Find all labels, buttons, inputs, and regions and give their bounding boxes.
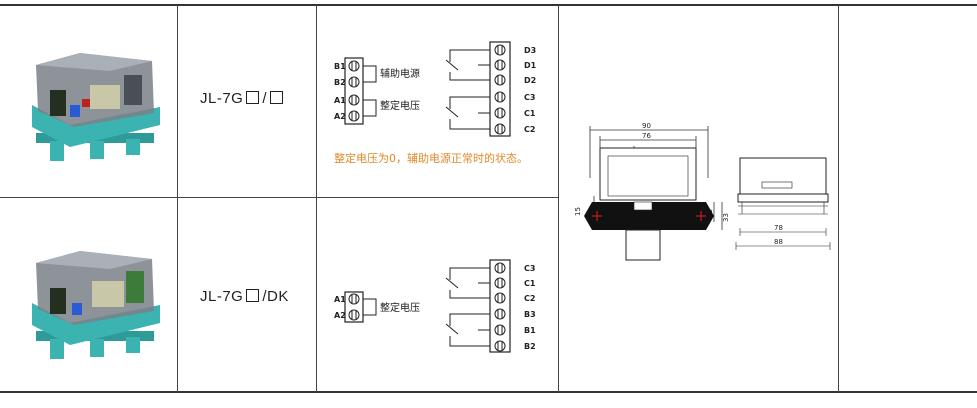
row-divider	[0, 197, 558, 198]
bottom-rule	[0, 391, 977, 393]
terminal-label: A2	[334, 112, 346, 121]
status-note: 整定电压为0，辅助电源正常时的状态。	[334, 152, 528, 165]
col-divider-4	[838, 5, 839, 392]
dim-label: 88	[774, 238, 783, 246]
label-set-voltage: 整定电压	[380, 99, 420, 112]
terminal-label: A1	[334, 96, 346, 105]
label-aux-power: 辅助电源	[380, 67, 420, 80]
terminal-label: A1	[334, 295, 346, 304]
label-set-voltage: 整定电压	[380, 301, 420, 314]
relay-photo-2	[30, 233, 165, 363]
relay-photo-1	[30, 35, 165, 165]
model-label-1: JL-7G/	[200, 90, 286, 107]
model-label-2: JL-7G/DK	[200, 288, 289, 305]
dimension-drawing-front: 90 76 40 15 60 23 33	[562, 118, 732, 270]
terminal-label: B3	[524, 310, 536, 319]
terminal-label: A2	[334, 311, 346, 320]
terminal-label: D2	[524, 76, 536, 85]
wiring-diagram-1: B1 B2 A1 A2 辅助电源 整定电压 D3 D1 D2	[318, 38, 556, 180]
dim-label: 78	[774, 224, 783, 232]
dim-label: 15	[574, 207, 582, 216]
col-divider-3	[558, 5, 559, 392]
terminal-label: B1	[334, 62, 346, 71]
col-divider-1	[177, 5, 178, 392]
terminal-label: C1	[524, 109, 536, 118]
wiring-diagram-2: A1 A2 整定电压 C3 C1 C2 B3 B1 B2	[318, 258, 556, 354]
terminal-label: C1	[524, 279, 536, 288]
terminal-label: B2	[334, 78, 346, 87]
terminal-label: C2	[524, 294, 535, 303]
terminal-label: D3	[524, 46, 536, 55]
dimension-drawing-side: 78 88	[734, 152, 834, 256]
terminal-label: C3	[524, 93, 535, 102]
col-divider-2	[316, 5, 317, 392]
terminal-label: D1	[524, 61, 537, 70]
terminal-label: B2	[524, 342, 536, 351]
top-rule	[0, 4, 977, 6]
terminal-label: C2	[524, 125, 535, 134]
dim-label: 90	[642, 122, 651, 130]
dim-label: 33	[722, 213, 730, 222]
dim-label: 76	[642, 132, 651, 140]
terminal-label: B1	[524, 326, 536, 335]
terminal-label: C3	[524, 264, 535, 273]
